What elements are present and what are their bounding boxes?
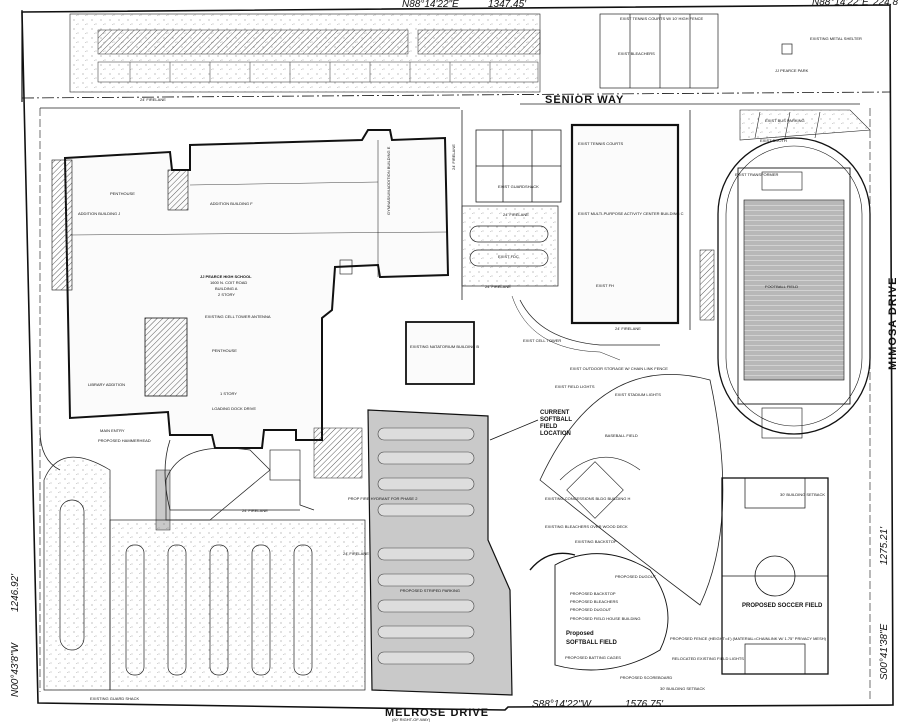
concession-label: EXISTING CONCESSIONS BLDG BUILDING H bbox=[545, 496, 630, 501]
left-distance: 1246.92' bbox=[10, 573, 21, 612]
firelane-label-3: 24' FIRELANE bbox=[503, 212, 529, 217]
drive-curbs bbox=[39, 103, 860, 511]
fh-label: EXIST FH bbox=[596, 283, 614, 288]
gymnasium-label: GYMNASIUM ADDITION BUILDING E bbox=[386, 146, 391, 215]
senior-way-label: SENIOR WAY bbox=[545, 94, 624, 106]
firelane-label-5: 24' FIRELANE bbox=[615, 326, 641, 331]
loading-dock-label: LOADING DOCK DRIVE bbox=[212, 406, 256, 411]
penthouse-label: PENTHOUSE bbox=[110, 191, 135, 196]
right-bearing: S00°41'38"E bbox=[879, 624, 890, 680]
addition-j-label: ADDITION BUILDING J bbox=[78, 211, 120, 216]
transformer-label: EXIST TRANSFORMER bbox=[735, 172, 779, 177]
mimosa-drive-label: MIMOSA DRIVE bbox=[887, 277, 899, 371]
proposed-soccer-label: PROPOSED SOCCER FIELD bbox=[742, 603, 823, 609]
proposed-soccer-field bbox=[721, 477, 829, 675]
firelane-label-4: 24' FIRELANE bbox=[485, 284, 511, 289]
bottom-bearing: S88°14'22"W bbox=[532, 699, 592, 710]
addition-f-label: ADDITION BUILDING F bbox=[210, 201, 253, 206]
current-softball-label-2: SOFTBALL bbox=[540, 417, 572, 423]
natatorium-label: EXISTING NATATORIUM BUILDING B bbox=[410, 344, 479, 349]
right-distance: 1275.21' bbox=[879, 526, 890, 565]
melrose-sub-label: (60' RIGHT-OF-WAY) bbox=[392, 717, 431, 722]
proposed-softball-label-1: Proposed bbox=[566, 631, 594, 637]
field-lights-label: EXIST FIELD LIGHTS bbox=[555, 384, 595, 389]
pearce-park-label: JJ PEARCE PARK bbox=[775, 68, 809, 73]
current-softball-callout bbox=[489, 419, 539, 441]
metal-shelter-label: EXISTING METAL SHELTER bbox=[810, 36, 862, 41]
school-building bbox=[51, 129, 450, 481]
bleachers-label: EXIST BLEACHERS bbox=[618, 51, 655, 56]
proposed-bleachers-label: PROPOSED BLEACHERS bbox=[570, 599, 618, 604]
proposed-backstop-label: PROPOSED BACKSTOP bbox=[570, 591, 616, 596]
setback2-label: 30' BUILDING SETBACK bbox=[660, 686, 705, 691]
baseball-field bbox=[539, 373, 724, 606]
cell-tower-antenna-label: EXISTING CELL TOWER ANTENNA bbox=[205, 314, 271, 319]
bus-parking-label: EXIST BUS PARKING bbox=[765, 118, 805, 123]
proposed-dugout2-label: PROPOSED DUGOUT bbox=[615, 574, 657, 579]
story1-label: 1 STORY bbox=[220, 391, 237, 396]
school-label: JJ PEARCE HIGH SCHOOL bbox=[200, 274, 252, 279]
proposed-fence-label: PROPOSED FENCE (HEIGHT=4') (MATERIAL=CHA… bbox=[670, 636, 827, 641]
southwest-parking bbox=[43, 447, 366, 691]
building-a-label: BUILDING A bbox=[215, 286, 238, 291]
multipurpose-center bbox=[570, 123, 680, 325]
current-softball-label-3: FIELD bbox=[540, 424, 558, 430]
top-tennis-courts bbox=[599, 13, 793, 89]
relocated-lights-label: RELOCATED EXISTING FIELD LIGHTS bbox=[672, 656, 744, 661]
proposed-striping-label: PROPOSED STRIPED PARKING bbox=[400, 588, 460, 593]
cell-tower-label: EXIST CELL TOWER bbox=[523, 338, 561, 343]
central-tennis-courts bbox=[475, 129, 562, 203]
north-parking-lot bbox=[69, 13, 541, 93]
fdc-label: EXIST FDC bbox=[498, 254, 519, 259]
story2-label: 2 STORY bbox=[218, 292, 235, 297]
existing-bleachers-label: EXISTING BLEACHERS OVER WOOD DECK bbox=[545, 524, 628, 529]
tennis-courts-label: EXIST TENNIS COURTS bbox=[578, 141, 623, 146]
top-right-distance: 224.8 bbox=[872, 0, 898, 8]
penthouse2-label: PENTHOUSE bbox=[212, 348, 237, 353]
current-softball-label-4: LOCATION bbox=[540, 431, 571, 437]
guard-shack-bottom-label: EXISTING GUARD SHACK bbox=[90, 696, 139, 701]
natatorium-building bbox=[405, 321, 475, 385]
proposed-field-house-label: PROPOSED FIELD HOUSE BUILDING bbox=[570, 616, 640, 621]
proposed-dugout-label: PROPOSED DUGOUT bbox=[570, 607, 612, 612]
left-bearing: N00°43'8"W bbox=[10, 642, 21, 697]
booth-label: EXIST BOOTH bbox=[760, 138, 787, 143]
property-boundary bbox=[21, 4, 894, 711]
proposed-scoreboard-label: PROPOSED SCOREBOARD bbox=[620, 675, 672, 680]
setback-label: 30' BUILDING SETBACK bbox=[780, 492, 825, 497]
school-address: 1600 N. COIT ROAD bbox=[210, 280, 247, 285]
proposed-striped-parking bbox=[155, 409, 513, 696]
firelane-label-2: 24' FIRELANE bbox=[451, 144, 456, 170]
stadium-lights-label: EXIST STADIUM LIGHTS bbox=[615, 392, 661, 397]
proposed-batting-label: PROPOSED BATTING CAGES bbox=[565, 655, 621, 660]
proposed-softball-label-2: SOFTBALL FIELD bbox=[566, 640, 618, 646]
top-bearing: N88°14'22"E bbox=[402, 0, 459, 10]
football-field-label: FOOTBALL FIELD bbox=[765, 284, 798, 289]
baseball-field-label: BASEBALL FIELD bbox=[605, 433, 638, 438]
bottom-distance: 1576.75' bbox=[625, 699, 664, 710]
football-stadium bbox=[699, 137, 871, 439]
firelane-label-1: 24' FIRELANE bbox=[140, 97, 166, 102]
main-entry-label: MAIN ENTRY bbox=[100, 428, 125, 433]
top-right-bearing: N88°14'22"E bbox=[812, 0, 869, 8]
bus-parking bbox=[739, 109, 871, 141]
hammerhead-label: PROPOSED HAMMERHEAD bbox=[98, 438, 151, 443]
library-label: LIBRARY ADDITION bbox=[88, 382, 125, 387]
proposed-softball-field bbox=[529, 552, 669, 671]
prop-hydrant-label: PROP FIRE HYDRANT FOR PHASE 2 bbox=[348, 496, 418, 501]
top-distance: 1347.45' bbox=[488, 0, 527, 10]
firelane-label-6: 24' FIRELANE bbox=[242, 508, 268, 513]
firelane-label-7: 24' FIRELANE bbox=[343, 551, 369, 556]
outdoor-storage-label: EXIST OUTDOOR STORAGE W/ CHAIN LINK FENC… bbox=[570, 366, 668, 371]
current-softball-label-1: CURRENT bbox=[540, 410, 570, 416]
tennis-courts-top-label: EXIST TENNIS COURTS W/ 10' HIGH FENCE bbox=[620, 16, 704, 21]
guard-shack-label: EXIST GUARDSHACK bbox=[498, 184, 539, 189]
central-parking bbox=[461, 205, 559, 287]
melrose-drive-label: MELROSE DRIVE bbox=[385, 707, 489, 719]
multipurpose-label: EXIST MULTI-PURPOSE ACTIVITY CENTER BUIL… bbox=[578, 211, 684, 216]
existing-backstop-label: EXISTING BACKSTOP bbox=[575, 539, 617, 544]
